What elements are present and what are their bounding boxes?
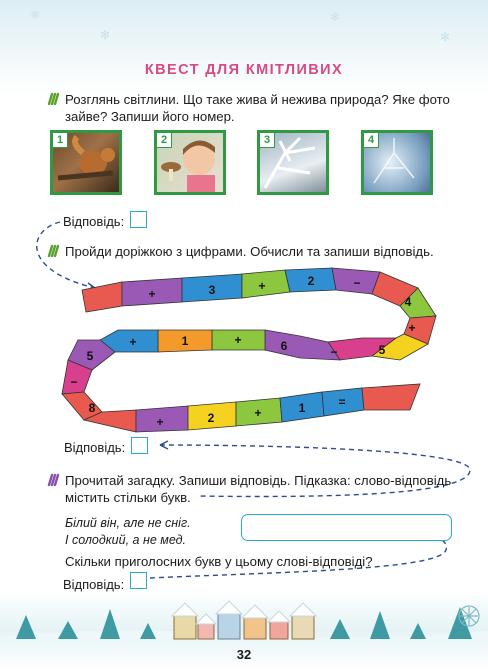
photo-number: 2 (156, 132, 172, 148)
path-cell (99, 329, 159, 353)
answer-box-1[interactable] (130, 211, 147, 228)
photo-1[interactable]: 1 (50, 130, 122, 195)
task3-question: Скільки приголосних букв у цьому слові-в… (65, 554, 373, 569)
answer-label-text: Відповідь: (64, 440, 126, 455)
path-label: 5 (379, 343, 386, 357)
photo-4[interactable]: 4 (361, 130, 433, 195)
winter-village-illustration (0, 600, 488, 645)
task3-line1: Прочитай загадку. Запиши відповідь. Підк… (65, 473, 452, 488)
task-marker-icon (47, 92, 60, 105)
path-cell (81, 281, 123, 313)
riddle-text: Білий він, але не сніг. І солодкий, а не… (65, 515, 191, 549)
answer-label-text: Відповідь: (63, 214, 125, 229)
snowflake-icon (458, 605, 480, 627)
path-label: 8 (89, 401, 96, 415)
number-path: + 3 + 2 − 4 + 5 − 6 + 1 + 5 − 8 + 2 + 1 … (61, 267, 437, 433)
path-label: + (408, 321, 415, 335)
task3-line2: містить стільки букв. (65, 490, 191, 505)
answer-label-1: Відповідь: (63, 214, 124, 229)
path-label: − (353, 276, 360, 290)
squirrel-photo (53, 133, 119, 192)
path-label: 1 (299, 401, 306, 415)
riddle-line2: І солодкий, а не мед. (65, 533, 187, 547)
task-marker-icon (47, 244, 60, 257)
path-label: + (129, 335, 136, 349)
answer-label-3: Відповідь: (63, 577, 124, 592)
path-cell (264, 329, 341, 361)
path-cell (361, 383, 421, 411)
riddle-line1: Білий він, але не сніг. (65, 516, 191, 530)
snowflake-icon: ❄ (30, 8, 41, 22)
answer-label-2: Відповідь: (64, 440, 125, 455)
answer-box-3[interactable] (130, 572, 147, 589)
path-label: + (234, 333, 241, 347)
photo-number: 3 (259, 132, 275, 148)
task3-text: Прочитай загадку. Запиши відповідь. Підк… (65, 472, 465, 506)
path-label: − (70, 375, 77, 389)
path-cell (241, 269, 291, 299)
path-label: 4 (405, 295, 412, 309)
photo-2[interactable]: 2 (154, 130, 226, 195)
path-label: = (338, 395, 345, 409)
photo-number: 1 (52, 132, 68, 148)
snowflake-icon: ❄ (330, 10, 341, 24)
path-label: 5 (87, 349, 94, 363)
task-marker-icon (47, 473, 60, 486)
task2-text: Пройди доріжкою з цифрами. Обчисли та за… (65, 244, 434, 259)
path-label: 1 (182, 334, 189, 348)
path-label: + (156, 415, 163, 429)
snowflake-icon: ✻ (440, 30, 451, 44)
path-label: 2 (308, 274, 315, 288)
task1-line2: зайве? Запиши його номер. (65, 109, 235, 124)
path-label: − (330, 345, 337, 359)
task1-line1: Розглянь світлини. Що таке жива й нежива… (65, 92, 450, 107)
path-cell (327, 337, 398, 361)
photo-3[interactable]: 3 (257, 130, 329, 195)
task1-text: Розглянь світлини. Що таке жива й нежива… (65, 91, 465, 125)
path-label: + (254, 406, 261, 420)
path-label: 3 (209, 283, 216, 297)
answer-label-text: Відповідь: (63, 577, 125, 592)
path-label: + (148, 287, 155, 301)
path-cell (67, 339, 116, 371)
riddle-answer-field[interactable] (241, 514, 452, 541)
photo-number: 4 (363, 132, 379, 148)
path-label: 2 (208, 411, 215, 425)
path-label: + (258, 279, 265, 293)
answer-box-2[interactable] (131, 437, 148, 454)
page-number: 32 (236, 647, 252, 662)
snowflake-icon: ✻ (100, 28, 111, 42)
page-title: КВЕСТ ДЛЯ КМІТЛИВИХ (144, 62, 344, 78)
path-label: 6 (281, 339, 288, 353)
